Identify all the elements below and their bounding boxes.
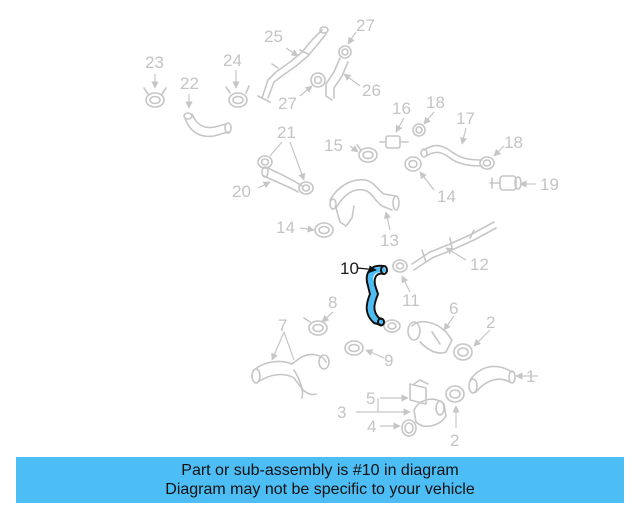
part-27-clamp-lower [310, 72, 326, 88]
callout-18b: 18 [504, 133, 523, 152]
callout-26: 26 [362, 81, 381, 100]
callout-13: 13 [380, 231, 399, 250]
part-15-clamp [356, 144, 378, 163]
callout-24: 24 [223, 51, 242, 70]
banner-line-2: Diagram may not be specific to your vehi… [165, 481, 475, 498]
part-26-hose [325, 57, 349, 101]
callout-2b: 2 [450, 431, 459, 450]
part-5-bracket [409, 379, 429, 405]
callout-3: 3 [337, 403, 346, 422]
part-14-clamp-upper [404, 156, 422, 172]
parts-diagram: 23 22 24 25 27 27 26 16 18 17 18 21 15 2… [143, 16, 559, 450]
part-10-hose-highlighted[interactable] [365, 264, 388, 327]
part-7-hose [251, 353, 330, 399]
part-13-hose [329, 178, 400, 227]
part-22-hose [183, 112, 232, 138]
callout-27b: 27 [278, 94, 297, 113]
part-2-clamp-upper [453, 343, 473, 361]
callout-16: 16 [392, 99, 411, 118]
callout-27a: 27 [356, 16, 375, 35]
callout-21: 21 [277, 123, 296, 142]
callout-12: 12 [470, 255, 489, 274]
callout-10[interactable]: 10 [340, 259, 359, 278]
part-18-clamp-upper [412, 123, 426, 137]
part-20-hose [261, 166, 303, 193]
part-8-clamp [303, 317, 328, 336]
part-4-o-ring [401, 419, 417, 437]
callout-2a: 2 [486, 313, 495, 332]
callout-15: 15 [324, 136, 343, 155]
part-23-clamp [143, 87, 167, 108]
callout-25: 25 [264, 27, 283, 46]
callout-23: 23 [145, 53, 164, 72]
callout-9: 9 [384, 351, 393, 370]
part-14-clamp-lower [314, 222, 334, 238]
leader-lines [151, 31, 538, 430]
callout-5: 5 [366, 389, 375, 408]
part-9-clamp [344, 340, 364, 356]
part-21-clamps [257, 155, 314, 195]
callout-14a: 14 [437, 187, 456, 206]
part-24-clamp [225, 85, 250, 108]
part-16-fitting [379, 135, 409, 149]
part-17-hose [420, 144, 483, 167]
banner-line-1: Part or sub-assembly is #10 in diagram [181, 462, 459, 479]
callout-20: 20 [232, 182, 251, 201]
part-3-housing [413, 398, 447, 428]
part-27-clamp-upper [338, 45, 352, 59]
part-1-hose [468, 365, 516, 394]
callout-14b: 14 [276, 218, 295, 237]
callout-8: 8 [328, 293, 337, 312]
callout-18a: 18 [426, 93, 445, 112]
part-25-pipe [257, 26, 329, 103]
info-banner: Part or sub-assembly is #10 in diagram D… [16, 457, 624, 503]
part-11-clamps [383, 259, 408, 333]
callout-22: 22 [180, 74, 199, 93]
part-6-fitting [407, 320, 453, 354]
callout-labels: 23 22 24 25 27 27 26 16 18 17 18 21 15 2… [145, 16, 559, 450]
part-19-sensor [489, 175, 522, 191]
callout-1: 1 [526, 367, 535, 386]
callout-11: 11 [402, 291, 420, 310]
callout-4: 4 [367, 417, 376, 436]
callout-17: 17 [456, 109, 475, 128]
callout-7: 7 [278, 316, 287, 335]
callout-19: 19 [540, 175, 559, 194]
part-18-clamp-lower [479, 156, 495, 170]
callout-6: 6 [449, 299, 458, 318]
part-2-clamp-lower [445, 385, 465, 403]
